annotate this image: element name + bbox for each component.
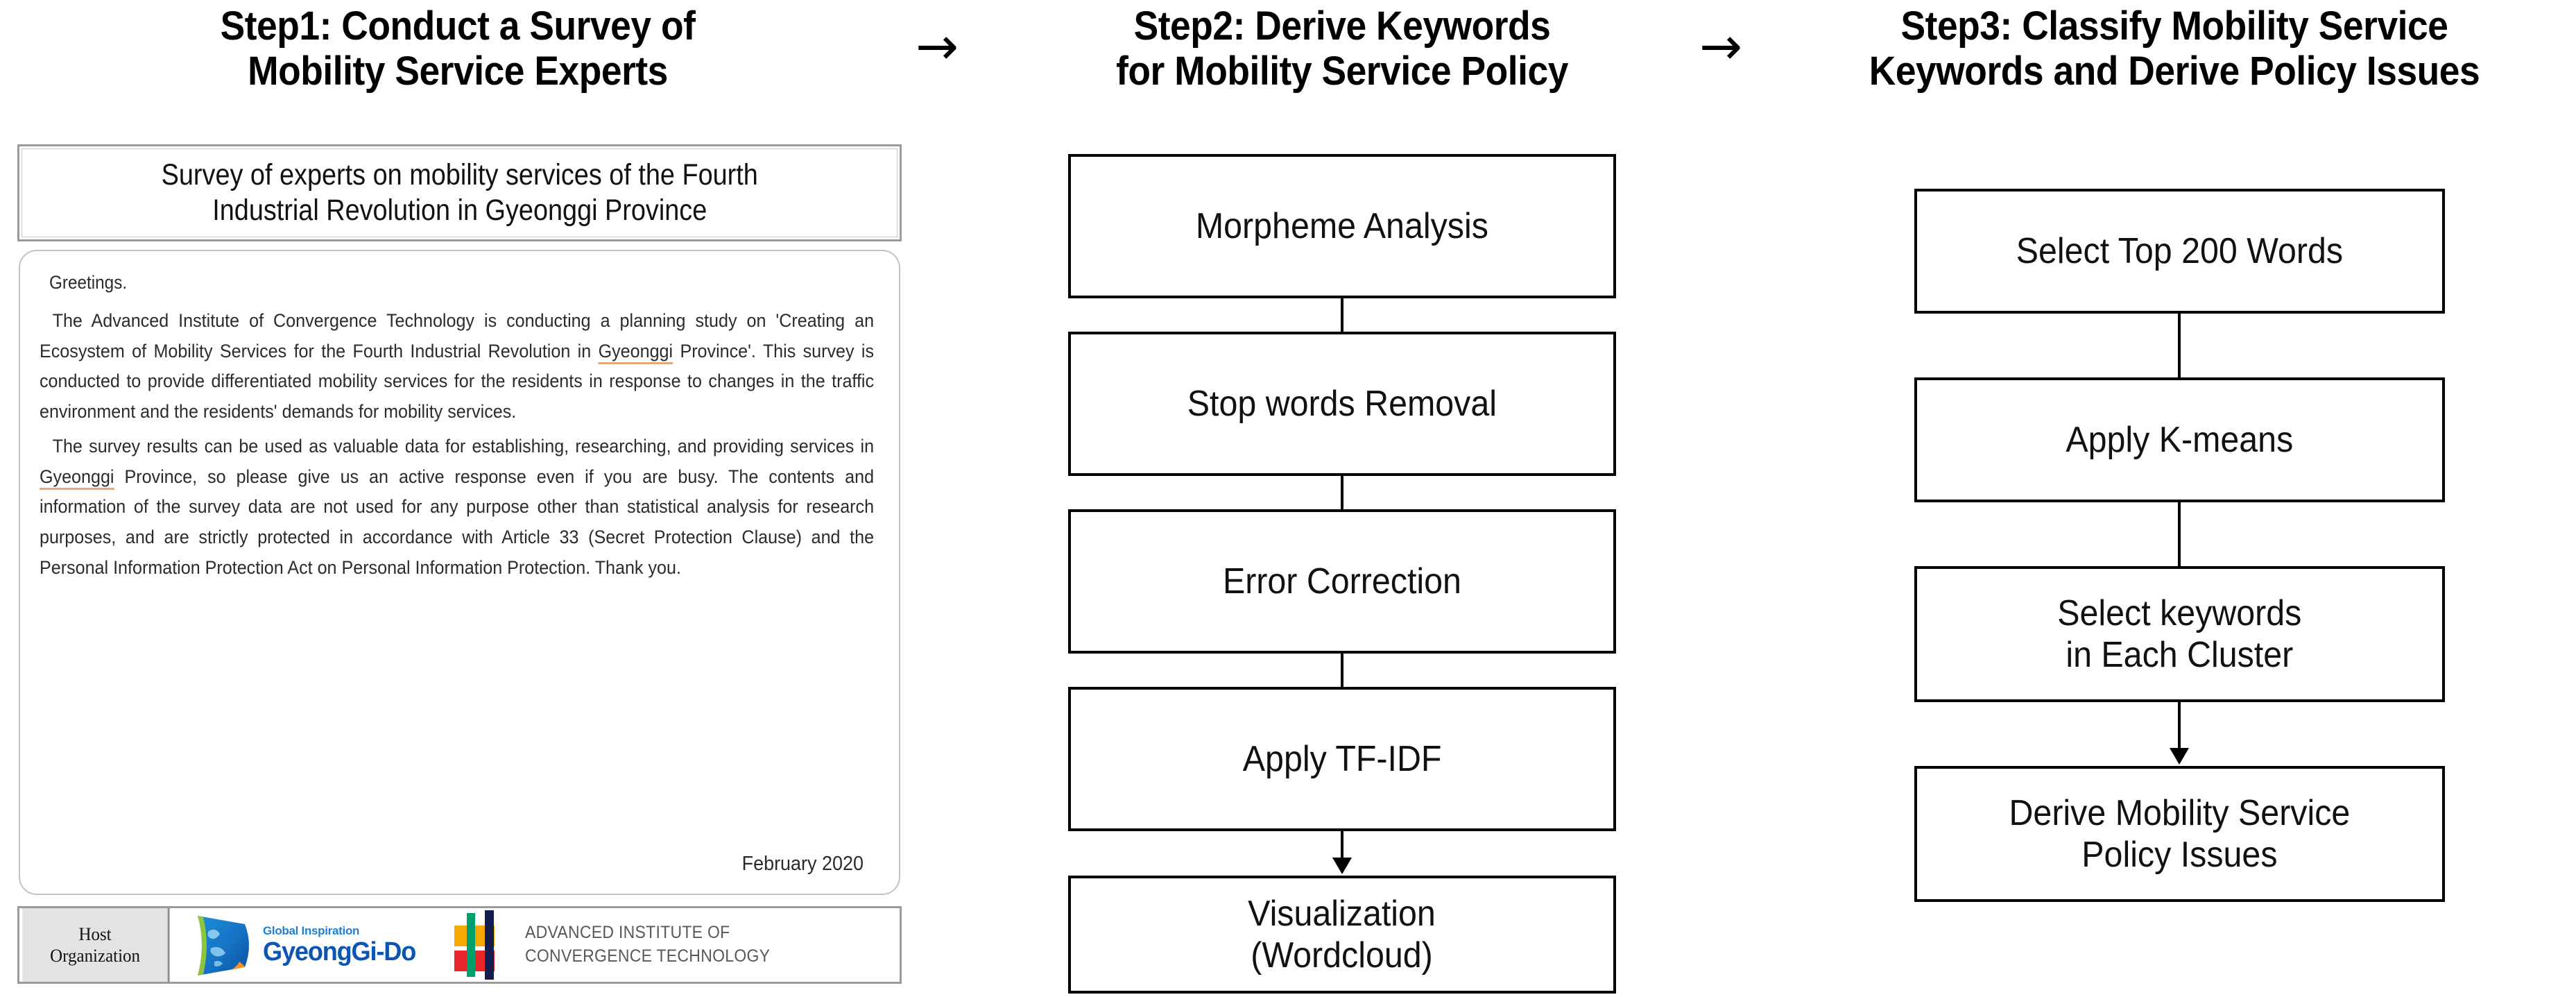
survey-body-panel: Greetings. The Advanced Institute of Con…: [19, 250, 900, 895]
step1-heading: Step1: Conduct a Survey of Mobility Serv…: [113, 3, 802, 94]
step3-heading: Step3: Classify Mobility Service Keyword…: [1808, 3, 2541, 94]
gyeonggi-name: GyeongGi-Do: [263, 937, 416, 966]
survey-title-plate: Survey of experts on mobility services o…: [17, 144, 902, 241]
step1-heading-line-1: Step1: Conduct a Survey of: [220, 3, 696, 49]
step2-box-5-line-2: (Wordcloud): [1251, 935, 1434, 975]
gyeonggi-do-logo-icon: [191, 913, 257, 977]
step2-arrowhead-4-5: [1332, 858, 1352, 874]
step3-box-3-line-1: Select keywords: [2057, 593, 2302, 633]
survey-paragraph-1: The Advanced Institute of Convergence Te…: [40, 306, 874, 427]
step3-box-select-keywords-in-each-cluster[interactable]: Select keywords in Each Cluster: [1914, 566, 2445, 702]
step3-box-derive-mobility-service-policy-issues-label: Derive Mobility Service Policy Issues: [2009, 792, 2351, 876]
step2-box-4-line-1: Apply TF-IDF: [1242, 738, 1442, 779]
step2-connector-1-2: [1341, 298, 1343, 332]
survey-paragraph-1-part-a: The Advanced Institute of Convergence Te…: [40, 310, 875, 361]
step3-heading-line-2: Keywords and Derive Policy Issues: [1869, 48, 2480, 94]
step2-heading: Step2: Derive Keywords for Mobility Serv…: [1020, 3, 1664, 94]
step3-box-select-top-200-words[interactable]: Select Top 200 Words: [1914, 189, 2445, 314]
advanced-institute-logo: ADVANCED INSTITUTE OF CONVERGENCE TECHNO…: [433, 910, 791, 980]
step2-box-2-line-1: Stop words Removal: [1187, 383, 1497, 424]
step2-box-stop-words-removal[interactable]: Stop words Removal: [1068, 332, 1616, 476]
host-organization-label: Host Organization: [22, 908, 170, 982]
step3-box-select-keywords-in-each-cluster-label: Select keywords in Each Cluster: [2057, 593, 2301, 676]
step2-connector-3-4: [1341, 654, 1343, 687]
step3-box-2-line-1: Apply K-means: [2066, 419, 2294, 460]
step3-box-1-line-1: Select Top 200 Words: [2016, 230, 2344, 271]
step2-box-morpheme-analysis[interactable]: Morpheme Analysis: [1068, 154, 1616, 298]
step3-box-apply-k-means-label: Apply K-means: [2066, 419, 2294, 461]
step2-box-visualization[interactable]: Visualization (Wordcloud): [1068, 876, 1616, 994]
survey-paragraph-2-highlight: Gyeonggi: [40, 466, 114, 490]
step2-box-3-line-1: Error Correction: [1223, 561, 1461, 602]
step2-flowchart: Morpheme Analysis Stop words Removal Err…: [1068, 0, 1623, 997]
step2-box-stop-words-removal-label: Stop words Removal: [1187, 383, 1497, 425]
step3-box-select-top-200-words-label: Select Top 200 Words: [2016, 230, 2343, 272]
gyeonggi-tagline: Global Inspiration: [263, 924, 360, 937]
survey-paragraph-2: The survey results can be used as valuab…: [40, 432, 874, 583]
survey-paragraph-1-part-b: Province'. This survey is conducted to p…: [40, 340, 875, 423]
step3-connector-1-2: [2178, 314, 2181, 377]
advanced-institute-logo-text: ADVANCED INSTITUTE OF CONVERGENCE TECHNO…: [525, 921, 770, 969]
survey-date: February 2020: [741, 853, 864, 875]
step3-box-derive-mobility-service-policy-issues[interactable]: Derive Mobility Service Policy Issues: [1914, 766, 2445, 902]
step2-box-apply-tf-idf-label: Apply TF-IDF: [1243, 738, 1442, 780]
survey-title-text: Survey of experts on mobility services o…: [161, 157, 757, 228]
survey-title-inner-frame: Survey of experts on mobility services o…: [22, 148, 898, 237]
gyeonggi-do-logo-text: Global Inspiration GyeongGi-Do: [263, 925, 424, 965]
gyeonggi-do-logo: Global Inspiration GyeongGi-Do: [191, 913, 424, 977]
survey-document-card: Survey of experts on mobility services o…: [17, 144, 902, 985]
step3-box-3-line-2: in Each Cluster: [2066, 635, 2294, 675]
step2-heading-line-2: for Mobility Service Policy: [1116, 48, 1568, 94]
step3-arrowhead-3-4: [2170, 748, 2189, 765]
step2-box-morpheme-analysis-label: Morpheme Analysis: [1196, 205, 1488, 247]
step2-connector-2-3: [1341, 476, 1343, 509]
host-organization-line-1: Host: [78, 923, 112, 944]
aict-line-1: ADVANCED INSTITUTE OF: [524, 923, 730, 943]
step3-box-4-line-2: Policy Issues: [2081, 835, 2278, 875]
sponsor-logos: Global Inspiration GyeongGi-Do ADVANCED …: [173, 908, 900, 982]
step2-box-error-correction[interactable]: Error Correction: [1068, 509, 1616, 654]
aict-line-2: CONVERGENCE TECHNOLOGY: [524, 946, 770, 966]
arrow-step1-to-step2: →: [916, 17, 959, 76]
host-organization-line-2: Organization: [50, 946, 140, 966]
survey-title-line-2: Industrial Revolution in Gyeonggi Provin…: [212, 194, 707, 227]
step2-box-5-line-1: Visualization: [1248, 893, 1436, 934]
step3-heading-line-1: Step3: Classify Mobility Service: [1900, 3, 2448, 49]
survey-footer-band: Host Organization: [17, 906, 902, 984]
advanced-institute-logo-icon: [452, 910, 515, 980]
step2-connector-4-5: [1341, 831, 1343, 858]
survey-paragraph-2-part-b: Province, so please give us an active re…: [40, 466, 875, 578]
survey-paragraph-1-highlight: Gyeonggi: [598, 340, 673, 364]
survey-paragraph-2-part-a: The survey results can be used as valuab…: [52, 435, 875, 457]
step2-heading-line-1: Step2: Derive Keywords: [1133, 3, 1551, 49]
step1-heading-line-2: Mobility Service Experts: [248, 48, 668, 94]
survey-title-line-1: Survey of experts on mobility services o…: [161, 158, 758, 192]
arrow-step2-to-step3: →: [1699, 17, 1743, 76]
step2-box-1-line-1: Morpheme Analysis: [1195, 205, 1488, 246]
step3-box-apply-k-means[interactable]: Apply K-means: [1914, 377, 2445, 502]
step2-box-visualization-label: Visualization (Wordcloud): [1248, 893, 1436, 977]
step2-box-apply-tf-idf[interactable]: Apply TF-IDF: [1068, 687, 1616, 831]
step3-box-4-line-1: Derive Mobility Service: [2009, 792, 2351, 833]
step2-box-error-correction-label: Error Correction: [1223, 561, 1461, 602]
survey-greeting: Greetings.: [49, 272, 128, 293]
step3-connector-3-4: [2178, 702, 2181, 748]
step3-flowchart: Select Top 200 Words Apply K-means Selec…: [1914, 0, 2462, 997]
step3-connector-2-3: [2178, 502, 2181, 566]
